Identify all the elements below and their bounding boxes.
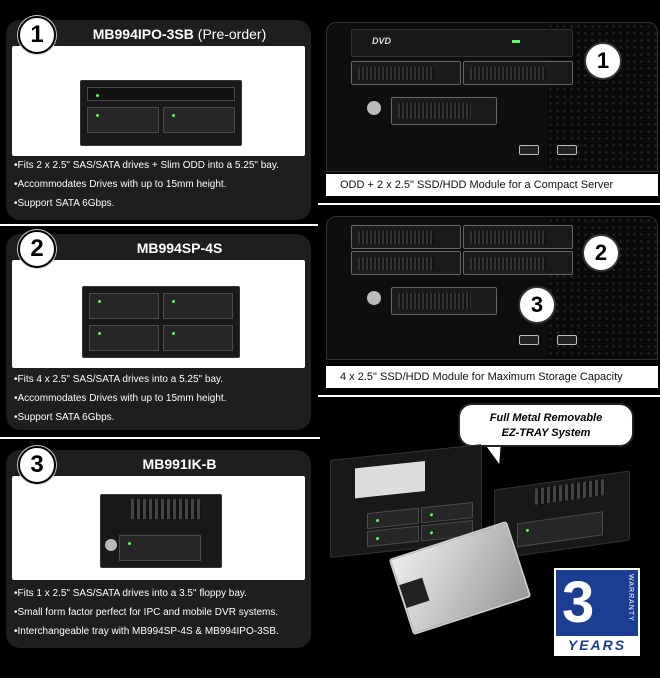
drive-bay <box>163 325 233 351</box>
feature-item: Interchangeable tray with MB994SP-4S & M… <box>14 622 305 641</box>
usb-port <box>557 335 577 345</box>
drive-bay <box>119 535 201 561</box>
divider <box>0 224 318 226</box>
drive-tray <box>463 61 573 85</box>
feature-item: Fits 1 x 2.5" SAS/SATA drives into a 3.5… <box>14 584 305 603</box>
product-image-mb994ipo-3sb <box>12 46 305 156</box>
drive-bay <box>517 511 603 548</box>
product-model-suffix: (Pre-order) <box>197 26 267 42</box>
product-model: MB994SP-4S <box>136 240 223 256</box>
product-card-mb991ik-b: MB991IK-B Fits 1 x 2.5" SAS/SATA drives … <box>6 450 311 648</box>
product-title: MB991IK-B <box>54 454 305 474</box>
tray-handle <box>399 577 430 608</box>
top-vent <box>535 478 605 505</box>
product-title: MB994IPO-3SB (Pre-order) <box>54 24 305 44</box>
ez-tray-line1: Full Metal Removable <box>489 412 603 424</box>
warranty-number: 3 <box>562 570 595 635</box>
drive-tray <box>463 225 573 249</box>
feature-item: Support SATA 6Gbps. <box>14 408 305 427</box>
usb-port <box>519 335 539 345</box>
top-vent <box>131 499 201 519</box>
feature-item: Accommodates Drives with up to 15mm heig… <box>14 175 305 194</box>
product-card-mb994ipo-3sb: MB994IPO-3SB (Pre-order) Fits 2 x 2.5" S… <box>6 20 311 220</box>
drive-bay <box>89 293 159 319</box>
feature-list: Fits 1 x 2.5" SAS/SATA drives into a 3.5… <box>14 584 305 641</box>
drive-tray <box>351 61 461 85</box>
card-header: MB991IK-B <box>6 450 311 476</box>
enclosure-label <box>355 461 425 499</box>
drive-bay <box>87 107 159 133</box>
ez-tray-speech-bubble: Full Metal Removable EZ-TRAY System <box>458 403 634 447</box>
callout-number: 3 <box>518 286 556 324</box>
dvd-logo: DVD <box>372 36 392 46</box>
divider <box>0 437 320 439</box>
product-model: MB994IPO-3SB <box>92 26 194 42</box>
server-caption: 4 x 2.5" SSD/HDD Module for Maximum Stor… <box>326 366 658 388</box>
lock-icon <box>105 539 117 551</box>
divider <box>318 203 660 205</box>
drive-tray <box>351 225 461 249</box>
drive-bay <box>163 293 233 319</box>
odd-module: DVD <box>351 29 573 57</box>
odd-led <box>512 40 520 43</box>
feature-item: Small form factor perfect for IPC and mo… <box>14 603 305 622</box>
product-number-badge: 2 <box>18 230 56 268</box>
speech-bubble-tail <box>484 444 508 464</box>
ez-tray-line2: EZ-TRAY System <box>501 427 591 439</box>
drive-tray <box>351 251 461 275</box>
card-header: MB994SP-4S <box>6 234 311 260</box>
enclosure <box>80 80 242 146</box>
product-title: MB994SP-4S <box>54 238 305 258</box>
divider <box>318 395 660 397</box>
lock-icon <box>367 101 381 115</box>
usb-port <box>519 145 539 155</box>
drive-bay <box>89 325 159 351</box>
warranty-badge: 3 WARRANTY YEARS <box>554 568 640 656</box>
card-header: MB994IPO-3SB (Pre-order) <box>6 20 311 46</box>
usb-port <box>557 145 577 155</box>
drive-tray <box>463 251 573 275</box>
feature-list: Fits 4 x 2.5" SAS/SATA drives into a 5.2… <box>14 370 305 427</box>
drive-tray <box>391 97 497 125</box>
feature-item: Accommodates Drives with up to 15mm heig… <box>14 389 305 408</box>
feature-item: Support SATA 6Gbps. <box>14 194 305 213</box>
drive-bay <box>163 107 235 133</box>
product-image-mb991ik-b <box>12 476 305 580</box>
drive-bay <box>367 525 419 548</box>
enclosure <box>82 286 240 358</box>
product-card-mb994sp-4s: MB994SP-4S Fits 4 x 2.5" SAS/SATA drives… <box>6 234 311 430</box>
feature-item: Fits 4 x 2.5" SAS/SATA drives into a 5.2… <box>14 370 305 389</box>
product-number-badge: 1 <box>18 16 56 54</box>
drive-tray <box>391 287 497 315</box>
server-caption: ODD + 2 x 2.5" SSD/HDD Module for a Comp… <box>326 174 658 196</box>
warranty-vertical-text: WARRANTY <box>627 574 634 622</box>
warranty-years: YEARS <box>556 636 638 654</box>
feature-item: Fits 2 x 2.5" SAS/SATA drives + Slim ODD… <box>14 156 305 175</box>
callout-number: 2 <box>582 234 620 272</box>
product-model: MB991IK-B <box>142 456 217 472</box>
lock-icon <box>367 291 381 305</box>
feature-list: Fits 2 x 2.5" SAS/SATA drives + Slim ODD… <box>14 156 305 213</box>
odd-slot <box>87 87 235 101</box>
server-photo-max-storage <box>326 216 658 360</box>
product-number-badge: 3 <box>18 446 56 484</box>
callout-number: 1 <box>584 42 622 80</box>
product-image-mb994sp-4s <box>12 260 305 368</box>
enclosure <box>100 494 222 568</box>
